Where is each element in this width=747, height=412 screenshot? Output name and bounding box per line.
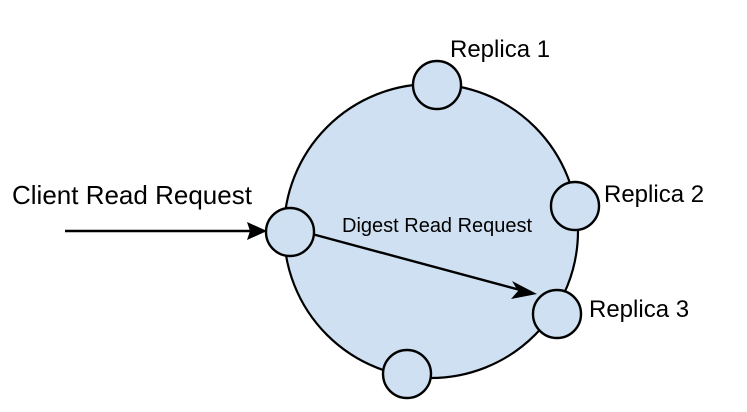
digest-read-request-arrow-head — [511, 281, 537, 299]
client-read-request-arrow-head — [247, 222, 267, 240]
node-coordinator[interactable] — [264, 206, 316, 258]
replica-2-label: Replica 2 — [604, 181, 705, 208]
node-replica-3[interactable] — [531, 288, 583, 340]
digest-read-request-arrow-line — [311, 232, 525, 293]
replica-3-label: Replica 3 — [589, 296, 690, 323]
replica-1-label: Replica 1 — [450, 36, 551, 63]
node-replica-1[interactable] — [411, 59, 463, 111]
node-bottom[interactable] — [381, 348, 433, 400]
node-replica-2[interactable] — [549, 180, 601, 232]
digest-read-request-label: Digest Read Request — [342, 215, 533, 237]
client-read-request-label: Client Read Request — [12, 180, 252, 210]
